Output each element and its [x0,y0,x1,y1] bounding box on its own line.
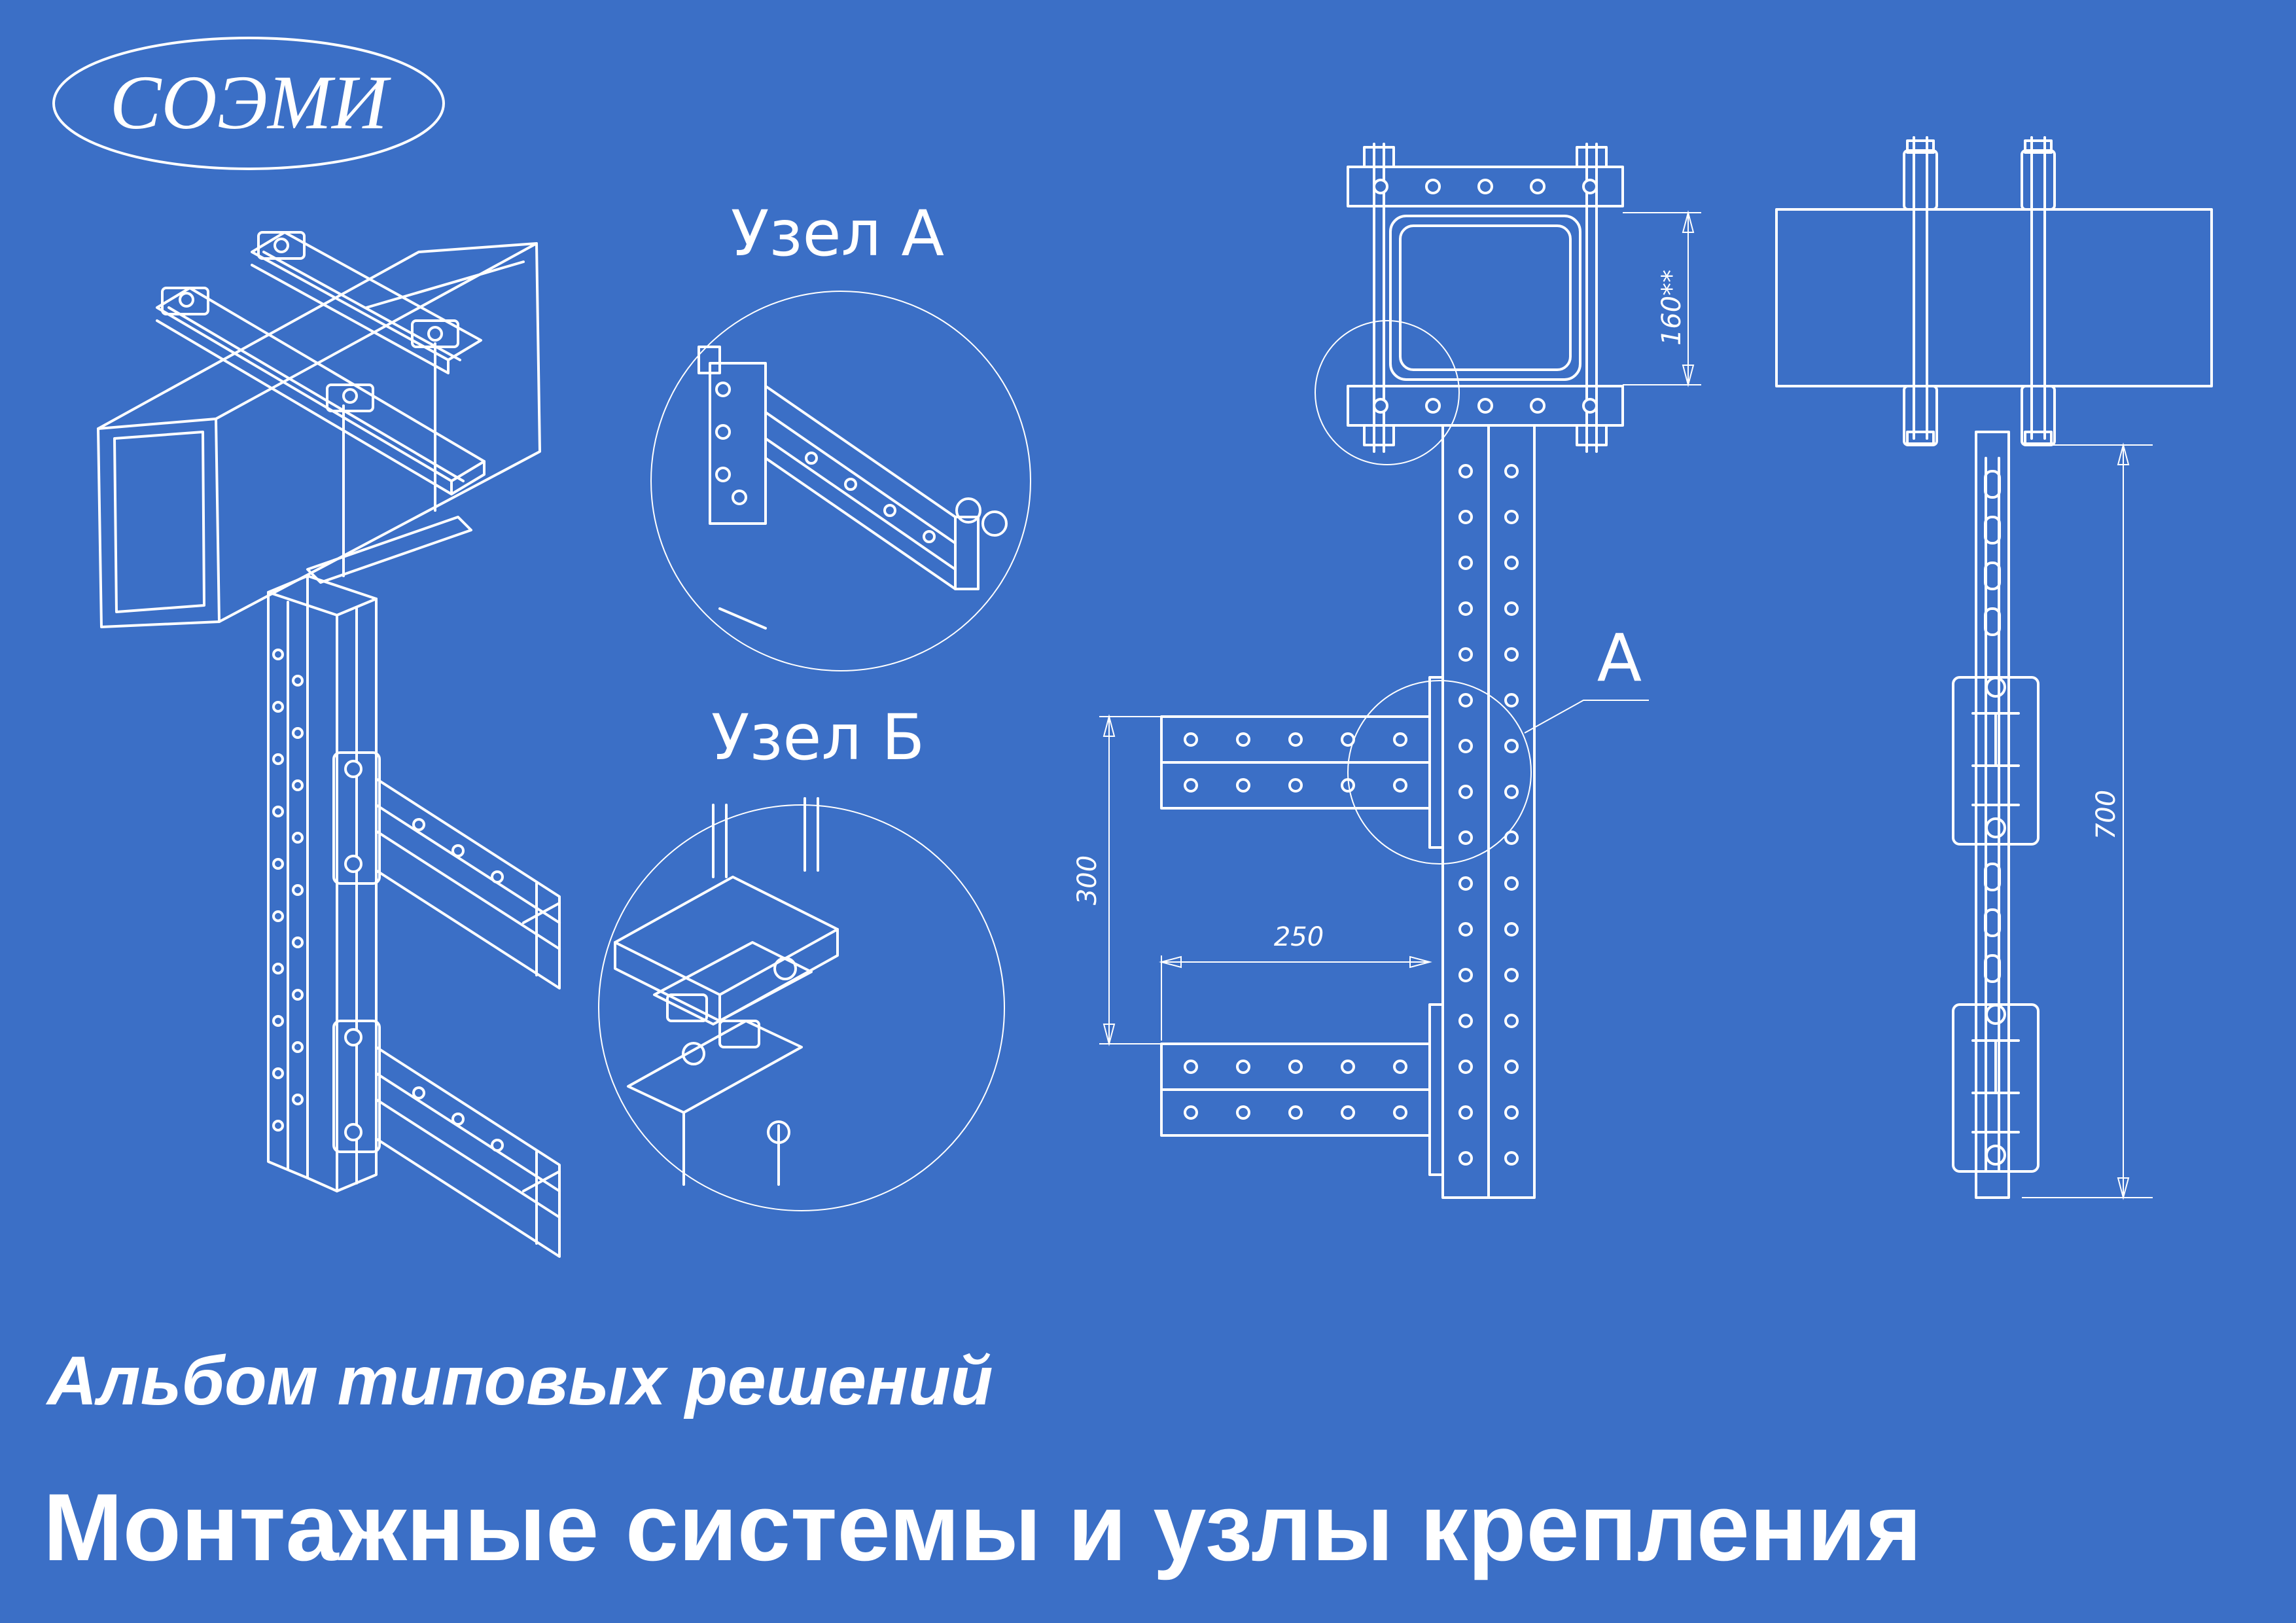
dim-300: 300 [1072,855,1103,905]
album-subtitle: Альбом типовых решений [47,1342,993,1419]
rect-tube [98,243,540,627]
dim-250: 250 [1274,922,1324,952]
vertical-post [268,576,376,1191]
upper-bracket [334,753,559,988]
detail-a-title: Узел А [731,197,944,270]
detail-b-title: Узел Б [711,701,925,774]
detail-a: Узел А [651,197,1031,671]
lower-bracket [334,1021,559,1257]
front-view-callout-a: А [1597,620,1642,696]
album-title: Монтажные системы и узлы крепления [43,1474,1922,1580]
dim-700: 700 [2091,790,2121,840]
side-view: 700 [1776,137,2212,1198]
front-view: А 160** 300 250 [1072,144,1701,1198]
top-strut-1 [157,288,484,494]
detail-b-circle [599,805,1004,1211]
detail-b: Узел Б [599,701,1004,1211]
detail-a-circle [651,291,1031,671]
logo: СОЭМИ [54,38,444,169]
isometric-assembly [98,232,559,1257]
logo-ellipse [54,38,444,169]
dim-160: 160** [1657,270,1687,346]
top-strut-2 [252,232,481,373]
logo-text: СОЭМИ [110,60,391,145]
